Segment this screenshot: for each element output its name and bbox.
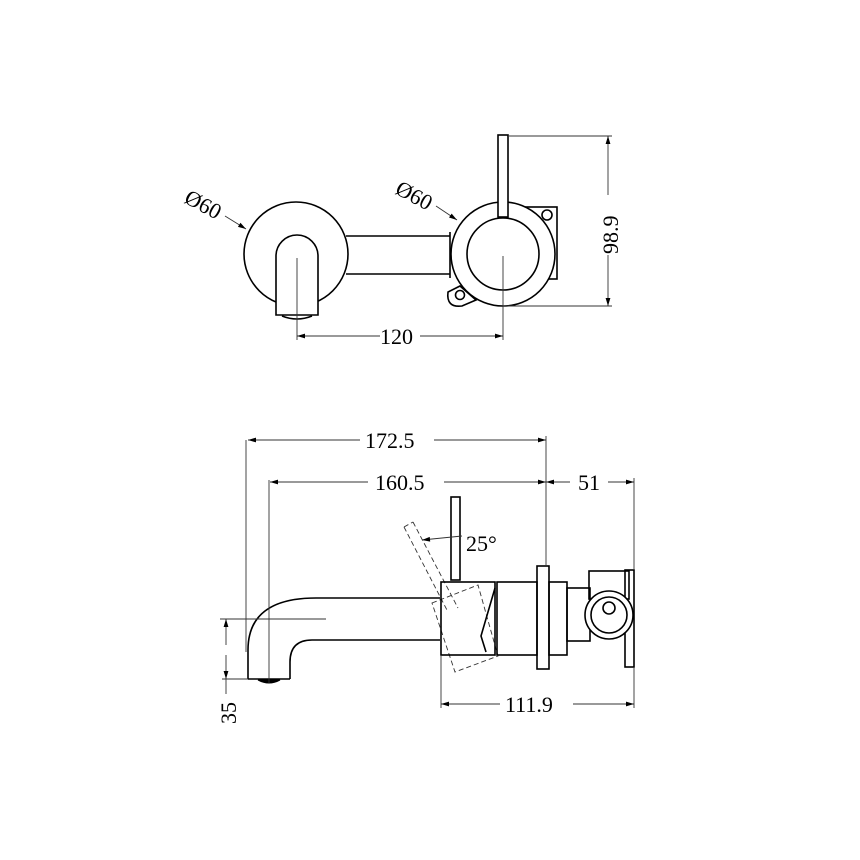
spout-side [247,597,440,679]
svg-text:51: 51 [578,470,600,495]
handle-tilted-outline [403,521,499,673]
dimension-overall-length: 172.5 [248,428,547,566]
svg-text:172.5: 172.5 [365,428,415,453]
dimension-spout-drop: 35 [216,619,248,724]
dimension-left-diameter: Ø60 [181,184,247,230]
side-view: 172.5 160.5 51 25° 111.9 [216,428,635,724]
svg-text:111.9: 111.9 [505,692,553,717]
connecting-pipe [346,232,451,278]
svg-text:25°: 25° [466,531,497,556]
dimension-body-depth: 51 [546,470,635,570]
dimension-center-distance: 120 [297,324,503,349]
svg-text:Ø60: Ø60 [181,184,226,224]
dimension-body-length: 111.9 [440,655,635,717]
dimension-spout-length: 160.5 [270,470,546,495]
svg-text:35: 35 [216,702,241,724]
mixer-body-top [446,134,558,340]
svg-text:120: 120 [380,324,413,349]
dimension-right-diameter: Ø60 [392,175,458,221]
top-view: Ø60 Ø60 120 98.9 [181,134,623,349]
svg-text:160.5: 160.5 [375,470,425,495]
svg-text:Ø60: Ø60 [392,175,437,215]
dimension-height: 98.9 [503,135,623,307]
handle-lever [450,496,461,581]
mixer-body-side [440,565,635,670]
svg-text:98.9: 98.9 [598,216,623,255]
dimension-handle-angle: 25° [421,531,497,556]
